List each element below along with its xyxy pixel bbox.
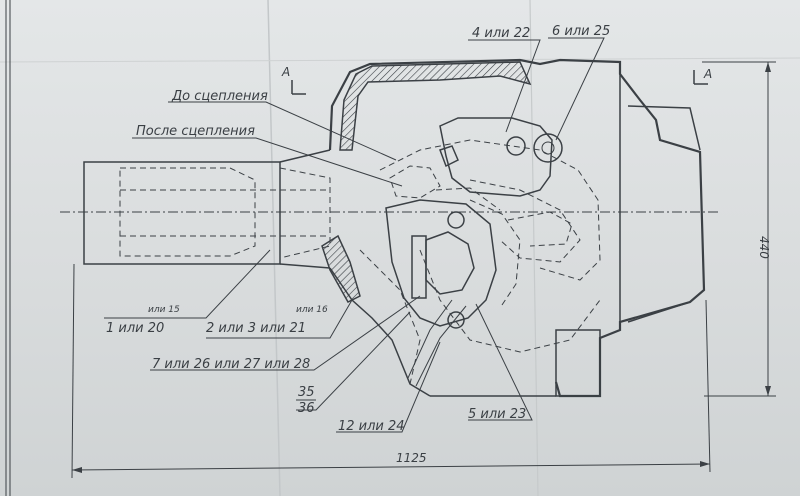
sheet-frame bbox=[5, 0, 11, 496]
leader-lines bbox=[104, 37, 605, 433]
width-dimension-value: 1125 bbox=[396, 451, 427, 465]
label-part-6-25: 6 или 25 bbox=[552, 24, 610, 39]
label-part-35: 35 bbox=[298, 385, 315, 400]
lock-part bbox=[359, 199, 521, 387]
coupler-shank bbox=[83, 149, 331, 269]
label-part-12-24: 12 или 24 bbox=[338, 419, 405, 434]
height-dimension bbox=[702, 61, 776, 397]
knuckle-part bbox=[379, 117, 601, 353]
width-dimension bbox=[71, 263, 711, 479]
section-mark-right bbox=[693, 70, 708, 85]
label-part-36: 36 bbox=[298, 401, 315, 416]
label-part-5-23: 5 или 23 bbox=[468, 407, 526, 422]
label-part-2-3-21: 2 или 3 или 21 bbox=[206, 321, 306, 336]
label-part-4-22: 4 или 22 bbox=[472, 26, 530, 41]
section-label-left: А bbox=[281, 65, 290, 79]
label-part-7-26-27-28: 7 или 26 или 27 или 28 bbox=[152, 357, 310, 372]
pin-holes bbox=[447, 133, 563, 329]
section-mark-left bbox=[291, 80, 306, 95]
label-part-1-20: 1 или 20 bbox=[106, 321, 164, 336]
label-before-coupling: До сцепления bbox=[171, 89, 268, 104]
height-dimension-value: 440 bbox=[757, 236, 771, 259]
label-part-16: или 16 bbox=[296, 305, 328, 315]
label-after-coupling: После сцепления bbox=[136, 124, 255, 139]
label-part-15: или 15 bbox=[148, 305, 180, 315]
section-label-right: А bbox=[703, 67, 712, 81]
coupler-housing bbox=[321, 58, 706, 398]
